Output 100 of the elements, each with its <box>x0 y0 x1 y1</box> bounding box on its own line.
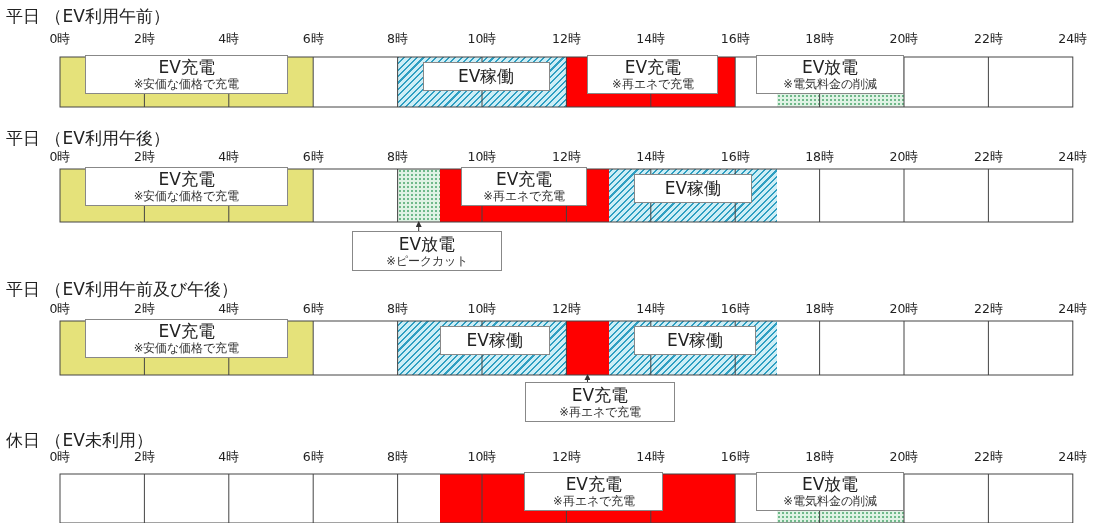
row-title: 平日 （EV利用午前及び午後） <box>6 277 238 301</box>
tick-label: 0時 <box>48 30 72 48</box>
tick-label: 18時 <box>804 30 836 48</box>
tick-label: 6時 <box>301 148 325 166</box>
tick-label: 22時 <box>972 448 1004 466</box>
tick-label: 18時 <box>804 300 836 318</box>
label-box <box>439 326 550 355</box>
label-heading: EV充電 <box>158 322 215 341</box>
tick-label: 12時 <box>550 148 582 166</box>
label-note: ※ピークカット <box>386 253 468 268</box>
arrow <box>415 221 422 232</box>
tick-label: 0時 <box>48 448 72 466</box>
tick-label: 4時 <box>217 448 241 466</box>
tick-label: 6時 <box>301 30 325 48</box>
tick-label: 4時 <box>217 300 241 318</box>
tick-label: 12時 <box>550 448 582 466</box>
tick-label: 18時 <box>804 148 836 166</box>
label-heading: EV充電 <box>158 58 215 77</box>
label-box <box>756 55 904 94</box>
tick-label: 14時 <box>635 148 667 166</box>
time-block <box>566 57 736 107</box>
label-note: ※再エネで充電 <box>559 404 641 419</box>
label-heading: EV放電 <box>801 475 859 494</box>
tick-label: 20時 <box>888 148 920 166</box>
label-heading: EV充電 <box>565 475 622 494</box>
tick-label: 20時 <box>888 300 920 318</box>
tick-label: 8時 <box>386 448 410 466</box>
tick-label: 8時 <box>386 30 410 48</box>
tick-label: 16時 <box>719 30 751 48</box>
tick-label: 18時 <box>804 448 836 466</box>
label-note: ※再エネで充電 <box>612 77 694 91</box>
label-box <box>524 472 664 511</box>
label-note: ※電気料金の削減 <box>783 77 877 91</box>
tick-label: 24時 <box>1057 30 1089 48</box>
tick-label: 6時 <box>301 300 325 318</box>
row-title: 平日 （EV利用午前） <box>6 4 170 28</box>
tick-label: 6時 <box>301 448 325 466</box>
tick-label: 4時 <box>217 30 241 48</box>
tick-label: 4時 <box>217 148 241 166</box>
label-box <box>422 62 550 91</box>
label-note: ※電気料金の削減 <box>783 494 877 508</box>
label-heading: EV充電 <box>571 385 629 405</box>
tick-label: 12時 <box>550 30 582 48</box>
tick-label: 22時 <box>972 300 1004 318</box>
time-block <box>566 321 609 375</box>
tick-label: 16時 <box>719 300 751 318</box>
time-block <box>439 474 736 523</box>
label-box <box>352 231 502 271</box>
time-block <box>397 321 567 375</box>
time-block <box>60 169 314 222</box>
label-box <box>525 382 675 422</box>
tick-label: 16時 <box>719 448 751 466</box>
tick-label: 24時 <box>1057 300 1089 318</box>
label-note: ※安価な価格で充電 <box>133 77 240 91</box>
time-block <box>608 169 778 222</box>
time-block <box>439 169 609 222</box>
tick-label: 2時 <box>132 148 156 166</box>
tick-label: 10時 <box>466 448 498 466</box>
tick-label: 0時 <box>48 300 72 318</box>
time-block <box>60 57 314 107</box>
label-heading: EV稼働 <box>458 67 515 86</box>
tick-label: 2時 <box>132 300 156 318</box>
label-box <box>460 167 588 206</box>
label-note: ※安価な価格で充電 <box>133 189 240 203</box>
label-heading: EV稼働 <box>666 331 724 350</box>
label-box <box>85 55 288 94</box>
label-box <box>85 167 288 206</box>
arrow <box>584 374 591 383</box>
time-block <box>60 321 314 375</box>
tick-label: 20時 <box>888 30 920 48</box>
tick-label: 0時 <box>48 148 72 166</box>
label-heading: EV放電 <box>398 234 456 254</box>
row-title: 平日 （EV利用午後） <box>6 126 170 150</box>
tick-label: 24時 <box>1057 148 1089 166</box>
tick-label: 12時 <box>550 300 582 318</box>
tick-label: 22時 <box>972 148 1004 166</box>
label-box <box>85 319 288 358</box>
label-heading: EV放電 <box>801 58 859 77</box>
label-box <box>633 174 753 203</box>
tick-label: 8時 <box>386 300 410 318</box>
tick-label: 14時 <box>635 300 667 318</box>
label-box <box>587 55 719 94</box>
time-block <box>397 57 567 107</box>
tick-label: 8時 <box>386 148 410 166</box>
label-heading: EV稼働 <box>664 179 722 198</box>
tick-label: 24時 <box>1057 448 1089 466</box>
label-heading: EV充電 <box>496 170 553 189</box>
tick-label: 2時 <box>132 448 156 466</box>
label-heading: EV稼働 <box>466 331 523 350</box>
tick-label: 20時 <box>888 448 920 466</box>
time-block <box>777 511 904 523</box>
tick-label: 16時 <box>719 148 751 166</box>
tick-label: 22時 <box>972 30 1004 48</box>
label-heading: EV充電 <box>158 170 215 189</box>
label-note: ※再エネで充電 <box>483 189 565 203</box>
tick-label: 14時 <box>635 448 667 466</box>
tick-label: 2時 <box>132 30 156 48</box>
label-box <box>756 472 904 511</box>
tick-label: 14時 <box>635 30 667 48</box>
label-note: ※再エネで充電 <box>553 494 635 508</box>
